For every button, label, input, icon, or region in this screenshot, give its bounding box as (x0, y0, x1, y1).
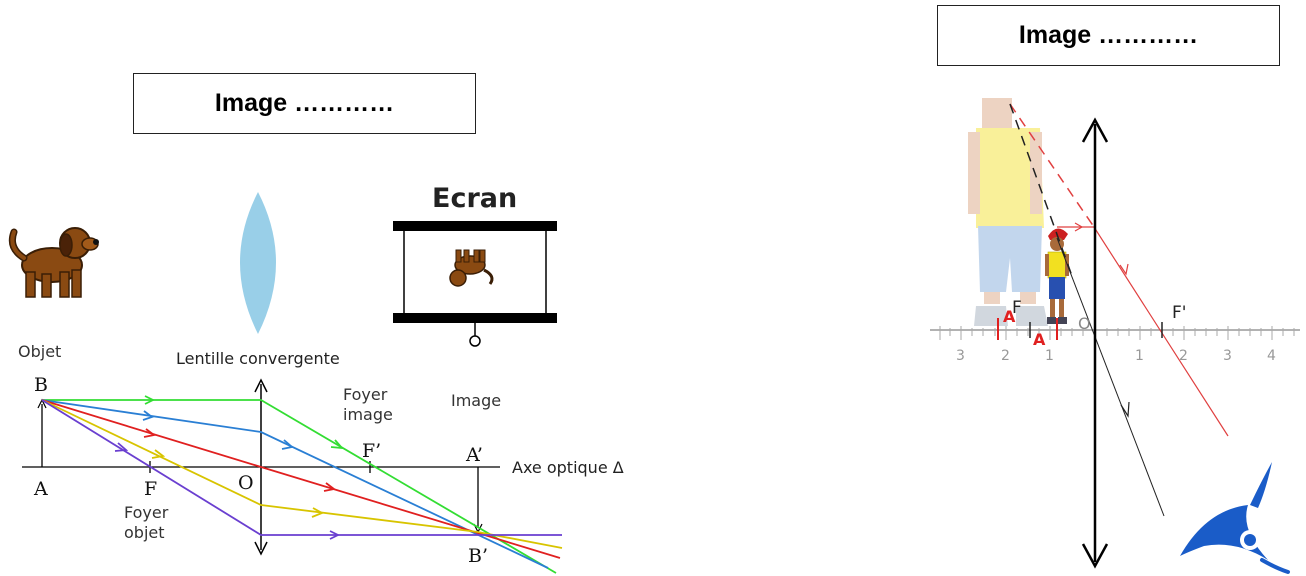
ruler-ticks (939, 326, 1295, 340)
point-b-prime-label: B’ (468, 545, 488, 567)
screen-label: Ecran (432, 183, 517, 214)
right-f-prime-label: F' (1172, 303, 1186, 323)
image-focus-label-2: image (343, 405, 393, 424)
lens-arrow-bottom (254, 541, 268, 556)
ray-yellow (41, 399, 563, 549)
image-label: Image (451, 391, 501, 410)
svg-text:3: 3 (1223, 348, 1232, 364)
ray-red (41, 399, 561, 559)
screen-icon (393, 221, 557, 347)
right-f-label: F (1012, 298, 1022, 318)
image-focus-label-1: Foyer (343, 385, 388, 404)
right-lens-arrow-bottom (1081, 543, 1109, 569)
svg-text:4: 4 (1267, 348, 1276, 364)
ruler-labels: 3 2 1 1 2 3 4 (956, 348, 1276, 364)
light-rays (41, 395, 563, 574)
point-o-label: O (238, 472, 254, 494)
virtual-ray-black-dashed (1009, 103, 1073, 277)
inverted-dog-icon (449, 249, 494, 287)
axis-label: Axe optique Δ (512, 458, 624, 477)
title-box-right: Image ………… (937, 5, 1280, 66)
real-ray-black (1056, 237, 1165, 517)
point-a-label: A (33, 478, 48, 500)
svg-text:1: 1 (1045, 348, 1054, 364)
lens-arrow-top (254, 378, 268, 393)
title-box-left: Image ………… (133, 73, 476, 134)
virtual-image-figure (968, 98, 1048, 326)
right-o-label: O (1078, 314, 1091, 333)
svg-text:3: 3 (956, 348, 965, 364)
right-lens-arrow-top (1081, 117, 1109, 143)
title-box-left-text: Image ………… (214, 89, 395, 117)
point-f-label: F (144, 478, 157, 500)
dog-object-icon (8, 227, 99, 298)
small-boy-object (1045, 228, 1069, 324)
svg-text:1: 1 (1135, 348, 1144, 364)
point-b-label: B (34, 374, 48, 396)
object-label: Objet (18, 342, 61, 361)
svg-text:2: 2 (1001, 348, 1010, 364)
ray-blue (41, 399, 549, 569)
object-focus-label-2: objet (124, 523, 165, 542)
eye-icon (1180, 462, 1290, 574)
ray-green (42, 399, 557, 574)
converging-lens-icon (240, 192, 276, 334)
svg-text:2: 2 (1179, 348, 1188, 364)
point-f-prime-label: F’ (362, 440, 381, 462)
lens-label: Lentille convergente (176, 349, 340, 368)
virtual-ray-red-dashed (1009, 103, 1095, 228)
object-a-label: A (1033, 330, 1046, 349)
point-a-prime-label: A’ (465, 444, 483, 466)
object-focus-label-1: Foyer (124, 503, 169, 522)
ray-violet (41, 399, 562, 536)
virtual-a-label: A (1003, 307, 1016, 326)
title-box-right-text: Image ………… (1018, 21, 1199, 49)
